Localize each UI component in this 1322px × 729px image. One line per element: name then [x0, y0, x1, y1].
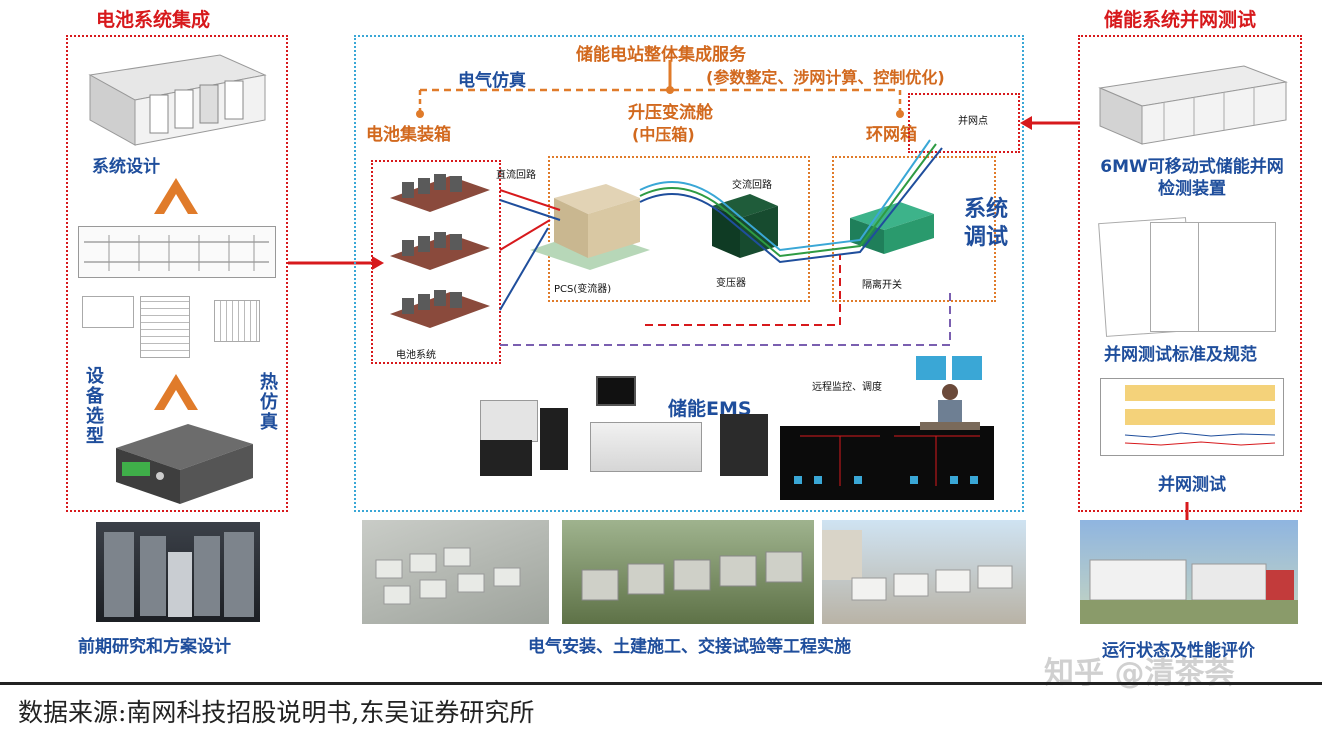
- monitoring-screen: [780, 426, 994, 500]
- transformer-label: 变压器: [716, 278, 746, 289]
- label-system-design: 系统设计: [92, 157, 160, 177]
- label-mobile-test-device: 6MW可移动式储能并网检测装置: [1100, 157, 1284, 199]
- boost-cabin-label: 升压变流舱: [628, 103, 713, 123]
- test-waveform-chart: [1100, 378, 1284, 456]
- ems-cabinet: [540, 408, 568, 470]
- top-service-subtitle: (参数整定、涉网计算、控制优化): [706, 68, 945, 87]
- right-panel-title: 储能系统并网测试: [1104, 9, 1257, 31]
- system-debug-label: 系统调试: [964, 197, 1009, 250]
- grid-point-label: 并网点: [958, 116, 988, 127]
- dc-loop-label: 直流回路: [496, 170, 536, 181]
- left-bottom-caption: 前期研究和方案设计: [78, 637, 231, 657]
- circuit-lines: [499, 139, 951, 346]
- container-image: [80, 45, 270, 150]
- installation-photo-2: [562, 520, 814, 624]
- ems-server-rack: [720, 414, 768, 476]
- isolation-switch-label: 隔离开关: [862, 280, 902, 291]
- label-thermal-simulation: 热仿真: [257, 372, 278, 432]
- top-service-title: 储能电站整体集成服务: [576, 45, 746, 65]
- battery-container-label: 电池集装箱: [366, 125, 451, 145]
- chevron-up-icon: [154, 374, 198, 410]
- ac-loop-label: 交流回路: [732, 180, 772, 191]
- label-standards: 并网测试标准及规范: [1104, 345, 1257, 365]
- grid-point-box: [908, 93, 1020, 153]
- pcs-label: PCS(变流器): [554, 284, 612, 295]
- standard-doc-3: [1198, 222, 1276, 332]
- service-connector: [416, 60, 904, 118]
- operation-photo: [1080, 520, 1298, 624]
- watermark: 知乎 @清茶荟: [1044, 656, 1235, 691]
- boost-cabin-box: [548, 156, 810, 302]
- installation-photo-1: [362, 520, 549, 624]
- battery-system-label: 电池系统: [396, 350, 436, 361]
- schematic-drawing: [78, 226, 276, 278]
- layout-drawing-1: [82, 296, 134, 328]
- research-photo: [96, 522, 260, 622]
- ring-cabinet-label: 环网箱: [866, 125, 917, 145]
- footer-source: 数据来源:南网科技招股说明书,东吴证券研究所: [18, 698, 535, 727]
- left-panel-title: 电池系统集成: [96, 9, 211, 31]
- ems-device-1: [480, 400, 538, 442]
- ring-cabinet-box: [832, 156, 996, 302]
- mobile-test-device-image: [1098, 65, 1288, 145]
- ems-container: [590, 422, 702, 472]
- arrow-right-icon: [288, 256, 384, 270]
- battery-module-image: [116, 424, 253, 504]
- layout-drawing-3: [214, 300, 260, 342]
- center-bottom-caption: 电气安装、土建施工、交接试验等工程实施: [528, 637, 851, 657]
- operator-image: [916, 356, 982, 430]
- arrow-left-icon: [1020, 116, 1080, 130]
- electric-simulation-label: 电气仿真: [458, 71, 526, 91]
- installation-photo-3: [822, 520, 1026, 624]
- label-grid-test: 并网测试: [1158, 475, 1226, 495]
- battery-integration-panel: [66, 35, 288, 512]
- battery-racks-image: [390, 174, 490, 328]
- pcs-image: [530, 184, 650, 270]
- ems-device-2: [480, 440, 532, 476]
- layout-drawing-2: [140, 296, 190, 358]
- grid-test-panel: [1078, 35, 1302, 512]
- battery-system-box: [371, 160, 501, 364]
- label-equipment-selection: 设备选型: [83, 366, 104, 446]
- footer-divider: [0, 682, 1322, 685]
- remote-monitor-label: 远程监控、调度: [812, 382, 882, 393]
- chevron-up-icon: [154, 178, 198, 214]
- boost-cabin-sub: (中压箱): [632, 125, 695, 144]
- right-bottom-caption: 运行状态及性能评价: [1102, 641, 1255, 661]
- integration-service-panel: [354, 35, 1024, 512]
- ems-monitor: [596, 376, 636, 406]
